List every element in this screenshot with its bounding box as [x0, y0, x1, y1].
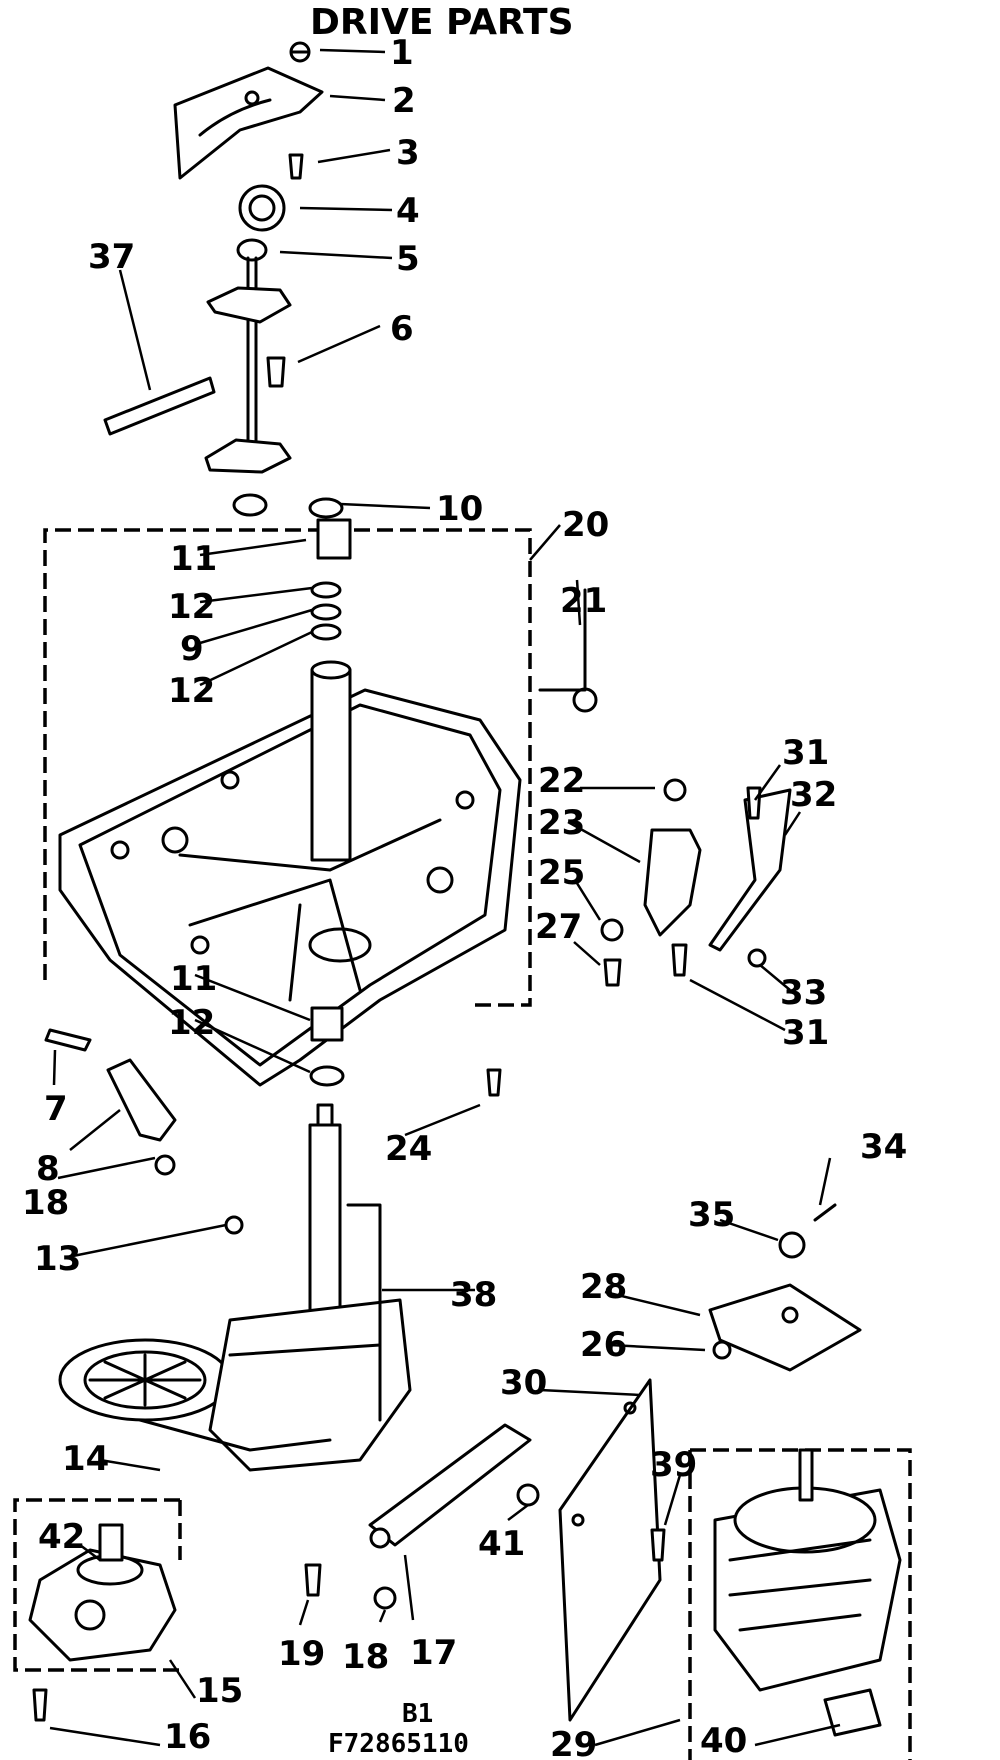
diagram-code-number: F72865110: [328, 1729, 469, 1759]
callout-25: 25: [538, 853, 585, 893]
callout-41: 41: [478, 1524, 525, 1564]
callout-19: 19: [278, 1634, 325, 1674]
callout-9: 9: [180, 629, 204, 669]
pin-7-icon: [44, 1028, 92, 1052]
callout-15: 15: [196, 1671, 243, 1711]
callout-26: 26: [580, 1325, 627, 1365]
callout-37: 37: [88, 237, 135, 277]
leg-bolt-icon: [486, 1068, 502, 1097]
hose-17-icon: [368, 1423, 532, 1610]
callout-10: 10: [436, 489, 483, 529]
callout-7: 7: [44, 1089, 68, 1129]
bracket-8-icon: [106, 1058, 177, 1176]
callout-28: 28: [580, 1267, 627, 1307]
screw-31-icon: [671, 943, 688, 977]
foot-icon: [309, 1006, 345, 1087]
callout-6: 6: [390, 309, 414, 349]
callout-labels: 1 2 3 4 5 6 37 10 20 11 12 9 12 21 22 31…: [22, 33, 907, 1760]
clip-41-icon: [516, 1483, 540, 1507]
callout-11-bottom: 11: [170, 959, 217, 999]
callout-1: 1: [390, 33, 414, 73]
callout-14: 14: [62, 1439, 109, 1479]
bolt-13-icon: [224, 1215, 244, 1235]
top-bracket-icon: [173, 66, 324, 180]
callout-18-left: 18: [22, 1183, 69, 1223]
callout-12-a: 12: [168, 587, 215, 627]
pump-icon: [28, 1523, 177, 1662]
callout-40: 40: [700, 1721, 747, 1760]
callout-12-b: 12: [168, 671, 215, 711]
callout-21: 21: [560, 581, 607, 621]
nut-25-icon: [600, 918, 624, 987]
callout-34: 34: [860, 1127, 907, 1167]
small-bolt-icon: [266, 356, 286, 388]
shield-panel-icon: [558, 1378, 662, 1722]
bolt-16-icon: [32, 1688, 48, 1722]
callout-24: 24: [385, 1129, 432, 1169]
callout-22: 22: [538, 761, 585, 801]
callout-18-bottom: 18: [342, 1637, 389, 1677]
drive-shaft-icon: [204, 238, 292, 517]
nut-35-icon: [778, 1203, 837, 1259]
screw-icon: [288, 153, 304, 180]
motor-frame-outline: [688, 1448, 912, 1760]
callout-33: 33: [780, 973, 827, 1013]
callout-23: 23: [538, 803, 585, 843]
motor-bracket-28-icon: [708, 1283, 862, 1372]
base-plate-icon: [58, 688, 522, 1087]
motor-icon: [713, 1448, 902, 1737]
callout-32: 32: [790, 775, 837, 815]
callout-5: 5: [396, 239, 420, 279]
center-post-icon: [310, 660, 352, 862]
callout-3: 3: [396, 133, 420, 173]
bolt-39-icon: [650, 1528, 666, 1562]
callout-11-top: 11: [170, 539, 217, 579]
bracket-23-icon: [643, 778, 702, 937]
callout-29: 29: [550, 1725, 597, 1760]
top-screw-icon: [289, 41, 311, 63]
callout-4: 4: [396, 191, 420, 231]
leader-lines: [49, 48, 841, 1747]
washers-stack-icon: [308, 497, 352, 641]
callout-16: 16: [164, 1717, 211, 1757]
callout-31-bottom: 31: [782, 1013, 829, 1053]
callout-42: 42: [38, 1517, 85, 1557]
callout-39: 39: [650, 1445, 697, 1485]
callout-13: 13: [34, 1239, 81, 1279]
callout-31-top: 31: [782, 733, 829, 773]
clip-nut-icon: [538, 588, 598, 713]
pump-frame-outline: [13, 1498, 182, 1672]
callout-38: 38: [450, 1275, 497, 1315]
callout-8: 8: [36, 1149, 60, 1189]
callout-27: 27: [535, 907, 582, 947]
cap-icon: [238, 184, 286, 232]
base-frame-outline: [43, 528, 532, 1007]
callout-20: 20: [562, 505, 609, 545]
diagram-title: DRIVE PARTS: [310, 2, 574, 43]
bolt-19-icon: [304, 1563, 322, 1597]
bracket-32-icon: [708, 786, 792, 968]
callout-2: 2: [392, 81, 416, 121]
callout-30: 30: [500, 1363, 547, 1403]
nut-26-icon: [712, 1340, 732, 1360]
callout-17: 17: [410, 1633, 457, 1673]
strip-icon: [103, 376, 216, 436]
transmission-icon: [58, 1103, 412, 1472]
diagram-code-b1: B1: [402, 1699, 433, 1729]
callout-35: 35: [688, 1195, 735, 1235]
callout-12-bottom: 12: [168, 1003, 215, 1043]
